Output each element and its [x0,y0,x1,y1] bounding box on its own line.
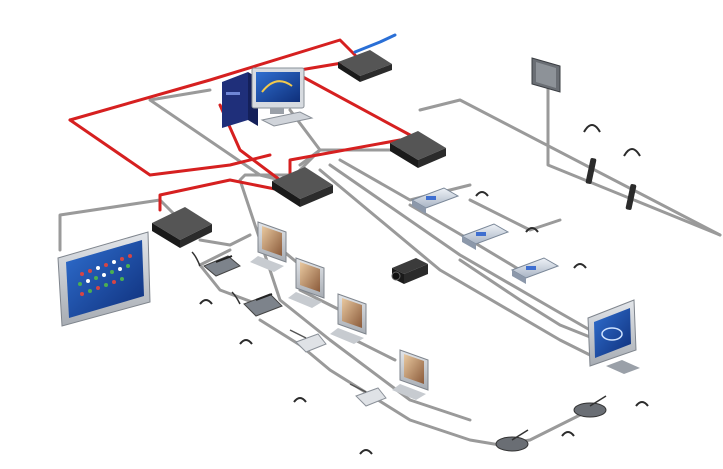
delegate-unit [191,251,241,277]
interpreter-desk [460,223,510,250]
video-camera [391,258,428,284]
central-unit [338,50,392,82]
grey-cables [58,73,722,447]
cable-red [68,118,272,177]
touch-monitor [288,257,325,308]
delegate-unit [573,395,607,418]
synoptic-display [57,231,151,327]
headphones-icon [359,449,373,455]
central-unit [152,207,212,248]
cable-red [68,38,357,122]
cable-grey [318,168,602,362]
interpreter-desk [410,187,460,214]
headphones-icon [293,397,307,403]
receivers [585,158,637,210]
touch-monitor [392,349,429,400]
headphones-icon [573,263,587,269]
cable-grey [58,198,177,252]
lectern-display [587,299,640,374]
cable-grey [546,88,722,237]
headphones-icon [583,124,601,133]
interpreter-desk [510,257,560,284]
delegate-unit [231,291,283,317]
headphones-icon [199,299,213,305]
touch-monitor [250,221,287,272]
delegate-unit [349,383,387,407]
headphones-icon [623,148,641,157]
delegate-unit [495,429,529,452]
cable-red [288,68,412,137]
cable-grey [148,88,282,182]
headphones-icon [561,431,575,437]
receiver-icon [585,158,597,184]
headphones-icon [635,401,649,407]
cable-grey [468,198,562,232]
cable-grey [418,98,722,237]
cable-red [288,138,402,182]
seat-dots [78,254,132,296]
cable-grey [298,288,342,312]
cable-grey [198,248,262,307]
cable-grey [238,173,472,422]
cable-grey [198,233,252,247]
delegate-unit [289,329,327,353]
cable-red [158,178,282,212]
cable-grey [338,158,472,202]
headphones-icon [525,227,539,233]
receiver-icon [625,184,637,210]
cable-grey [328,163,592,332]
computer-workstation [222,67,314,128]
cable-grey [258,318,502,447]
red-cables [68,38,412,212]
central-unit [390,131,446,168]
headphones-icon [475,191,489,197]
cable-grey [458,258,612,347]
cable-blue [353,33,397,54]
central-unit [272,167,333,207]
cable-grey [298,148,402,167]
headphones-icon [239,339,253,345]
touch-monitor [330,293,367,344]
headphones-group [199,124,649,455]
wall-monitor [531,57,561,93]
